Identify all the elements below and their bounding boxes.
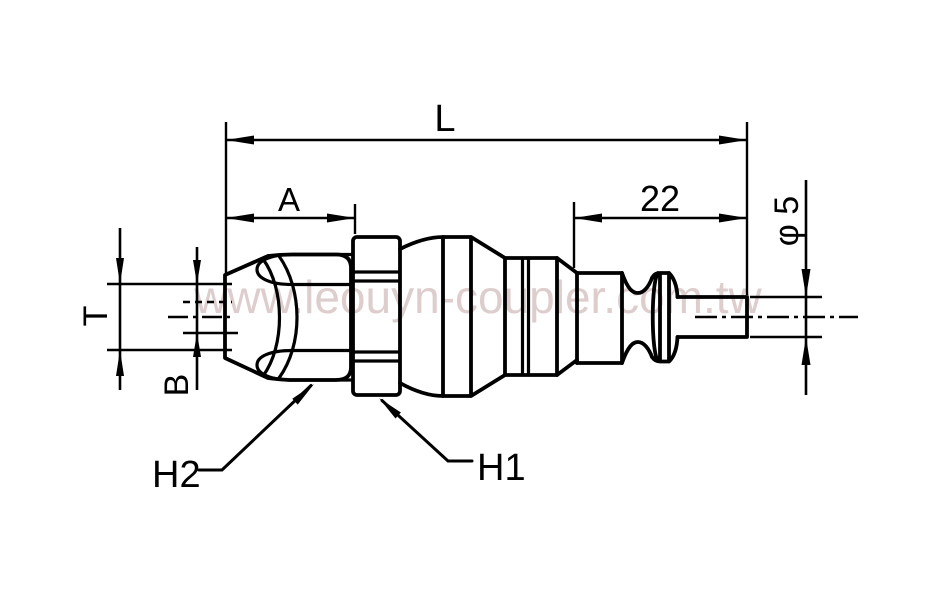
dim-thread: T — [77, 228, 232, 390]
grip-nut-petal-curve-inner — [277, 254, 299, 380]
callout-grip-nut: H2 — [152, 384, 314, 496]
body-transition-curve — [398, 235, 445, 398]
body-groove-ring — [520, 256, 531, 377]
dim-T-arrow-top — [116, 258, 124, 284]
body-taper-to-plug — [555, 256, 579, 377]
plug-cylinder — [575, 271, 624, 365]
dim-label-thread: T — [77, 306, 115, 327]
callout-H1-leader — [380, 399, 474, 463]
dim-bore: B — [158, 247, 201, 396]
dim-label-stem-diameter: φ 5 — [768, 196, 806, 246]
dim-dia-arrow-top — [801, 269, 811, 297]
hex-nut-flat-edges — [351, 270, 402, 363]
dim-overall-length: L — [224, 98, 749, 295]
plug-stem — [675, 295, 749, 339]
callout-H2-arrow — [292, 384, 314, 405]
dim-L-arrow-left — [226, 135, 254, 145]
dim-22-arrow-right — [719, 213, 747, 223]
dim-T-arrow-bottom — [116, 350, 124, 376]
grip-nut-petal-curve-outer — [261, 257, 282, 378]
callout-hex-nut: H1 — [379, 398, 526, 489]
dim-stem-diameter: φ 5 — [750, 180, 822, 395]
callout-label-hex-nut: H1 — [477, 447, 526, 489]
callout-H1-arrow — [379, 398, 401, 419]
dim-L-arrow-right — [719, 135, 747, 145]
plug-waist-groove — [620, 271, 654, 365]
body-mid-section — [503, 256, 559, 377]
hex-nut-outline — [351, 235, 402, 397]
dim-label-plug-length: 22 — [640, 178, 680, 219]
dim-plug-length: 22 — [572, 178, 747, 268]
part-outline — [168, 235, 858, 398]
plug-collar — [650, 271, 680, 364]
dim-nut-length: A — [226, 181, 357, 234]
dim-A-arrow-right — [327, 213, 355, 223]
dim-B-arrow-top — [193, 260, 201, 284]
callout-H2-leader — [197, 384, 313, 472]
body-barrel — [441, 235, 507, 398]
dim-22-arrow-left — [574, 213, 602, 223]
dim-label-overall-length: L — [434, 98, 455, 140]
dim-dia-arrow-bottom — [801, 337, 811, 365]
dim-label-nut-length: A — [278, 181, 300, 218]
dim-label-bore: B — [158, 374, 196, 397]
dim-B-arrow-bottom — [193, 333, 201, 357]
dim-A-arrow-left — [226, 213, 254, 223]
callout-label-grip-nut: H2 — [152, 454, 201, 496]
